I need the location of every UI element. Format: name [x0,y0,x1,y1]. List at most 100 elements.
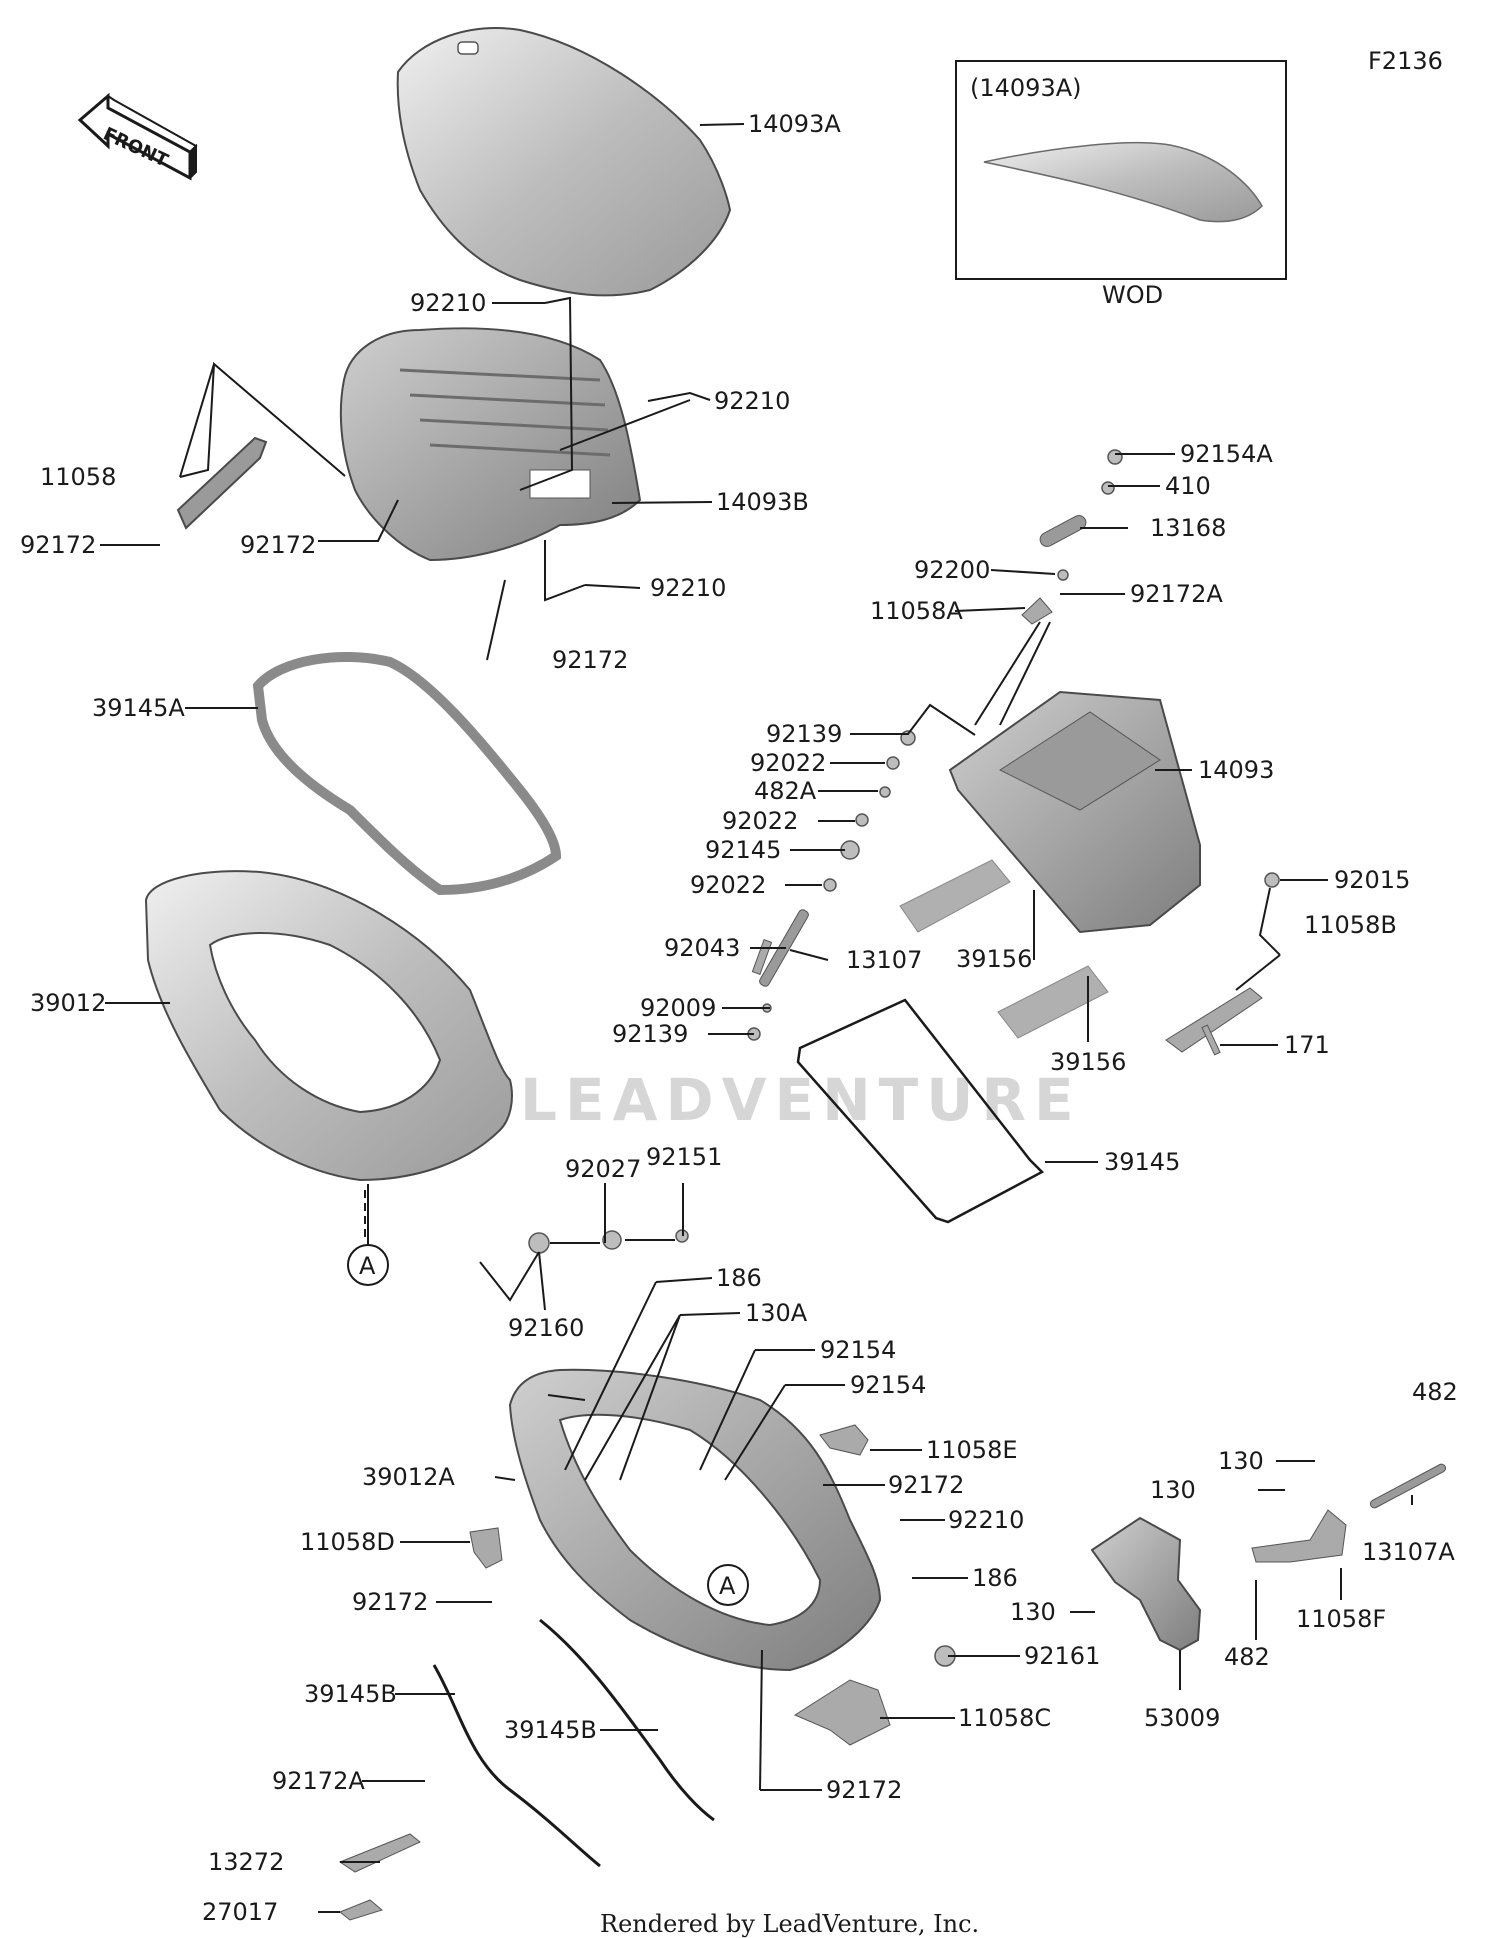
bracket-11058E [819,1424,869,1456]
inset-caption: WOD [1102,281,1163,309]
callout-label: 92027 [565,1155,641,1183]
callout-label: 92139 [766,720,842,748]
inset-part-label: (14093A) [970,74,1082,102]
callout-label: 14093B [716,488,809,516]
callout-label: 92172A [1130,580,1223,608]
callout-label: 11058B [1304,911,1397,939]
footer-credit: Rendered by LeadVenture, Inc. [600,1910,979,1938]
callout-label: 14093 [1198,756,1274,784]
callout-label: 11058 [40,463,116,491]
seal-strip-right [539,1618,715,1822]
watermark: LEADVENTURE [520,1066,1082,1134]
callout-label: 92200 [914,556,990,584]
callout-label: 92210 [714,387,790,415]
seal-ring-upper-part [252,651,562,896]
callout-label: 11058F [1296,1605,1386,1633]
front-arrow-icon: FRONT [77,92,198,181]
gasket-part [796,998,1045,1224]
callout-label: 53009 [1144,1704,1220,1732]
callout-label: 130 [1218,1447,1264,1475]
callout-label: 92210 [650,574,726,602]
callout-label: 92172 [826,1776,902,1804]
tape-upper-part [899,859,1011,933]
ref-marker-upper: A [347,1244,389,1286]
callout-label: 92043 [664,934,740,962]
callout-label: 92154 [850,1371,926,1399]
bracket-11058B [1165,987,1263,1053]
callout-label: 92210 [948,1506,1024,1534]
callout-label: 92154 [820,1336,896,1364]
callout-label: 39156 [1050,1048,1126,1076]
callout-label: 186 [972,1564,1018,1592]
callout-label: 39145 [1104,1148,1180,1176]
figure-code: F2136 [1368,47,1443,75]
svg-text:A: A [359,1252,376,1280]
leader-lines [100,123,1413,1913]
callout-label: 482 [1412,1378,1458,1406]
seat-cover-part [396,27,732,297]
latch-11058F [1251,1509,1347,1563]
lever-part [1039,515,1087,547]
callout-label: 171 [1284,1031,1330,1059]
callout-label: 39145B [504,1716,597,1744]
callout-label: 11058A [870,597,963,625]
side-cover-part [144,870,513,1182]
callout-label: 92022 [722,807,798,835]
callout-label: 39145B [304,1680,397,1708]
callout-label: 92172A [272,1767,365,1795]
callout-label: 92145 [705,836,781,864]
ref-marker-lower: A [707,1564,749,1606]
grille-part [176,436,268,530]
callout-label: 482A [754,777,817,805]
callout-label: 92009 [640,994,716,1022]
callout-label: 92154A [1180,440,1273,468]
callout-label: 13107 [846,946,922,974]
callout-label: 13168 [1150,514,1226,542]
bracket-53009 [1090,1516,1202,1652]
callout-label: 14093A [748,110,841,138]
callout-label: 39145A [92,694,185,722]
callout-label: 410 [1165,472,1211,500]
bracket-27017 [339,1899,384,1921]
callout-label: 11058D [300,1528,395,1556]
callout-label: 27017 [202,1898,278,1926]
callout-label: 92210 [410,289,486,317]
callout-label: 13272 [208,1848,284,1876]
callout-label: 130 [1010,1598,1056,1626]
callout-label: 92022 [690,871,766,899]
callout-label: 92022 [750,749,826,777]
callout-label: 482 [1224,1643,1270,1671]
bracket-11058C [793,1679,891,1746]
callout-label: 92172 [888,1471,964,1499]
svg-text:A: A [719,1572,736,1600]
callout-label: 92172 [352,1588,428,1616]
lower-frame-part [508,1368,882,1672]
callout-label: 92151 [646,1143,722,1171]
callout-label: 39156 [956,945,1032,973]
callout-label: 92172 [240,531,316,559]
callout-label: 130A [745,1299,808,1327]
inset-cover-shape [983,141,1263,223]
callout-label: 92172 [20,531,96,559]
callout-label: 92139 [612,1020,688,1048]
seal-strip-left [432,1664,601,1868]
inner-panel-part [339,327,642,562]
callout-label: 92015 [1334,866,1410,894]
callout-label: 13107A [1362,1538,1455,1566]
callout-label: 92161 [1024,1642,1100,1670]
tape-lower-part [997,965,1109,1039]
callout-label: 11058C [958,1704,1051,1732]
callout-label: 186 [716,1264,762,1292]
callout-label: 92160 [508,1314,584,1342]
callout-label: 11058E [926,1436,1018,1464]
inset-box: (14093A) WOD [955,60,1287,309]
bracket-11058A [1021,597,1053,625]
callout-labels: 14093A 92210 92210 11058 92172 92172 140… [20,110,1458,1926]
callout-label: 92172 [552,646,628,674]
callout-label: 39012A [362,1463,455,1491]
bracket-11058D [469,1527,503,1569]
rod-13107A [1369,1463,1447,1509]
callout-label: 39012 [30,989,106,1017]
callout-label: 130 [1150,1476,1196,1504]
